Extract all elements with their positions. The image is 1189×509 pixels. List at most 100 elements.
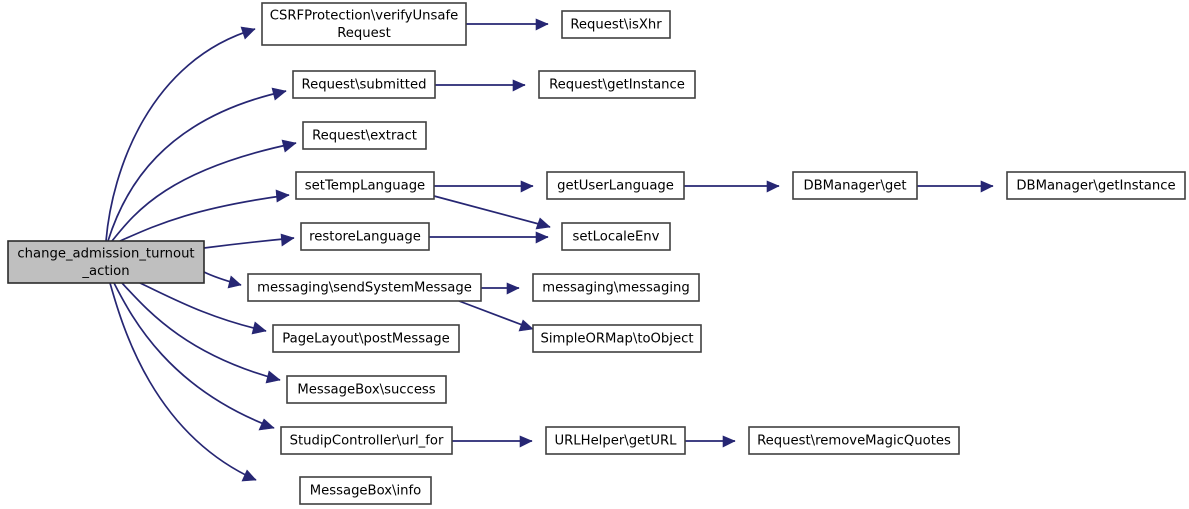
node-box[interactable] — [261, 2, 467, 46]
edge-root-to-postmessage — [139, 282, 267, 335]
node-label: Request\getInstance — [549, 78, 685, 93]
node-sendsystemmessage[interactable]: messaging\sendSystemMessage — [247, 273, 482, 302]
node-box[interactable] — [280, 426, 453, 455]
node-label: Request\extract — [312, 129, 417, 144]
node-removemagicquotes[interactable]: Request\removeMagicQuotes — [748, 426, 960, 455]
arrowhead-icon — [271, 87, 287, 101]
node-settemplanguage[interactable]: setTempLanguage — [295, 171, 435, 200]
edge-csrf-to-isxhr — [466, 18, 549, 31]
edge-settemplanguage-to-setlocaleenv — [433, 195, 551, 230]
node-label: PageLayout\postMessage — [282, 332, 449, 347]
nodes-layer: change_admission_turnout_action CSRFProte… — [7, 2, 1186, 505]
arrowhead-icon — [518, 319, 534, 332]
edge-urlfor-to-geturl — [452, 435, 533, 448]
node-box[interactable] — [302, 121, 427, 150]
node-label: SimpleORMap\toObject — [540, 332, 693, 347]
node-extract[interactable]: Request\extract — [302, 121, 427, 150]
edge-line — [107, 90, 287, 242]
arrowhead-icon — [280, 233, 295, 247]
node-box[interactable] — [748, 426, 960, 455]
node-box[interactable] — [561, 10, 671, 39]
edge-line — [109, 282, 257, 481]
arrowhead-icon — [535, 18, 549, 31]
edge-line — [111, 142, 297, 242]
edge-line — [113, 282, 275, 429]
node-box[interactable] — [532, 273, 700, 302]
node-getinstance[interactable]: Request\getInstance — [538, 70, 696, 99]
edge-root-to-settemplanguage — [119, 189, 290, 242]
arrowhead-icon — [535, 217, 551, 230]
node-box[interactable] — [299, 476, 432, 505]
arrowhead-icon — [535, 231, 549, 244]
arrowhead-icon — [281, 139, 297, 153]
node-box[interactable] — [792, 171, 918, 200]
node-label: URLHelper\getURL — [554, 434, 677, 449]
node-label: Request\isXhr — [570, 18, 662, 33]
edge-restorelanguage-to-setlocaleenv — [429, 231, 549, 244]
node-box[interactable] — [561, 222, 671, 251]
node-msgboxinfo[interactable]: MessageBox\info — [299, 476, 432, 505]
edge-root-to-csrf — [105, 26, 256, 242]
node-dbmanagergetinstance[interactable]: DBManager\getInstance — [1006, 171, 1186, 200]
node-geturl[interactable]: URLHelper\getURL — [545, 426, 686, 455]
node-label: Request\submitted — [302, 78, 427, 93]
node-submitted[interactable]: Request\submitted — [292, 70, 436, 99]
edge-line — [203, 237, 295, 249]
node-box[interactable] — [546, 171, 685, 200]
node-label: setTempLanguage — [305, 179, 425, 194]
edge-line — [105, 28, 256, 242]
node-label: messaging\messaging — [542, 281, 690, 296]
edge-root-to-msgboxsuccess — [121, 282, 281, 384]
edge-dbmanagerget-to-dbmanagergetinstance — [917, 180, 994, 193]
edge-root-to-sendsystemmessage — [203, 271, 242, 289]
edge-getuserlanguage-to-dbmanagerget — [684, 180, 780, 193]
node-label: setLocaleEnv — [573, 230, 660, 245]
node-label: MessageBox\success — [297, 383, 435, 398]
node-label: StudipController\url_for — [290, 434, 444, 449]
edge-line — [119, 194, 290, 242]
node-box[interactable] — [545, 426, 686, 455]
arrowhead-icon — [512, 79, 526, 92]
arrowhead-icon — [227, 275, 242, 289]
node-box[interactable] — [292, 70, 436, 99]
node-box[interactable] — [295, 171, 435, 200]
node-label: DBManager\getInstance — [1016, 179, 1175, 194]
node-label: getUserLanguage — [557, 179, 674, 194]
edge-root-to-urlfor — [113, 282, 275, 431]
node-getuserlanguage[interactable]: getUserLanguage — [546, 171, 685, 200]
node-messaging[interactable]: messaging\messaging — [532, 273, 700, 302]
node-msgboxsuccess[interactable]: MessageBox\success — [286, 375, 447, 404]
arrowhead-icon — [251, 321, 267, 335]
node-root[interactable]: change_admission_turnout_action — [7, 240, 205, 284]
node-restorelanguage[interactable]: restoreLanguage — [300, 222, 430, 251]
node-isxhr[interactable]: Request\isXhr — [561, 10, 671, 39]
node-postmessage[interactable]: PageLayout\postMessage — [272, 324, 460, 353]
edge-line — [433, 195, 551, 228]
edge-submitted-to-getinstance — [435, 79, 526, 92]
node-box[interactable] — [300, 222, 430, 251]
node-box[interactable] — [286, 375, 447, 404]
node-setlocaleenv[interactable]: setLocaleEnv — [561, 222, 671, 251]
node-dbmanagerget[interactable]: DBManager\get — [792, 171, 918, 200]
arrowhead-icon — [258, 418, 275, 431]
node-box[interactable] — [272, 324, 460, 353]
arrowhead-icon — [240, 26, 256, 40]
node-box[interactable] — [532, 324, 702, 353]
node-box[interactable] — [247, 273, 482, 302]
node-box[interactable] — [538, 70, 696, 99]
edge-root-to-extract — [111, 139, 297, 242]
edge-geturl-to-removemagicquotes — [685, 435, 736, 448]
edge-line — [121, 282, 281, 381]
arrowhead-icon — [519, 435, 533, 448]
node-toobject[interactable]: SimpleORMap\toObject — [532, 324, 702, 353]
node-box[interactable] — [1006, 171, 1186, 200]
node-urlfor[interactable]: StudipController\url_for — [280, 426, 453, 455]
node-box[interactable] — [7, 240, 205, 284]
edge-sendsystemmessage-to-messaging — [481, 282, 520, 295]
node-label: change_admission_turnout_action — [17, 246, 194, 279]
node-label: DBManager\get — [803, 179, 906, 194]
edge-line — [458, 300, 534, 330]
